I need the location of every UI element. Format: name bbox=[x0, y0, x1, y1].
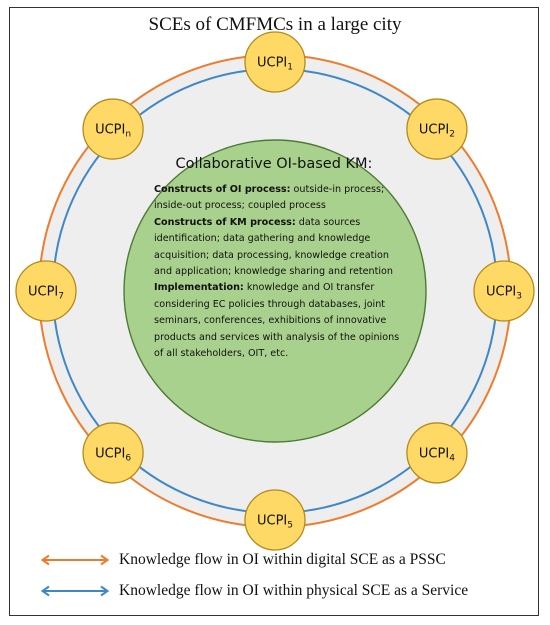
ucpi-node-label: UCPI1 bbox=[257, 56, 293, 73]
ucpi-node-label: UCPI6 bbox=[95, 446, 131, 463]
km-core-text: Collaborative OI-based KM: Constructs of… bbox=[148, 156, 400, 362]
km-heading: Constructs of KM process: bbox=[154, 216, 296, 228]
ucpi-node-label: UCPI7 bbox=[28, 285, 64, 302]
legend-physical: Knowledge flow in OI within physical SCE… bbox=[40, 582, 468, 600]
impl-heading: Implementation: bbox=[154, 282, 244, 294]
oi-text: outside-in process; inside-out process; … bbox=[154, 184, 385, 212]
diagram-title: SCEs of CMFMCs in a large city bbox=[148, 14, 402, 35]
ucpi-node-7: UCPI7 bbox=[15, 260, 77, 322]
ucpi-node-label: UCPI2 bbox=[419, 123, 455, 140]
impl-text: knowledge and OI transfer considering EC… bbox=[154, 282, 400, 360]
legend-physical-label: Knowledge flow in OI within physical SCE… bbox=[119, 582, 469, 599]
ucpi-node-n: UCPIn bbox=[82, 98, 144, 160]
ucpi-node-2: UCPI2 bbox=[406, 98, 468, 160]
ucpi-node-label: UCPI5 bbox=[257, 514, 293, 531]
ucpi-node-circle bbox=[244, 489, 306, 551]
blue-double-arrow-icon bbox=[40, 585, 110, 597]
ucpi-node-3: UCPI3 bbox=[473, 260, 535, 322]
ucpi-node-circle bbox=[15, 260, 77, 322]
ucpi-node-6: UCPI6 bbox=[82, 422, 144, 484]
km-title: Collaborative OI-based KM: bbox=[175, 156, 373, 172]
orange-double-arrow-icon bbox=[40, 554, 110, 566]
km-body: Constructs of OI process: outside-in pro… bbox=[148, 182, 400, 362]
ucpi-node-1: UCPI1 bbox=[244, 31, 306, 93]
ucpi-node-label: UCPI4 bbox=[419, 446, 455, 463]
legend-digital: Knowledge flow in OI within digital SCE … bbox=[40, 551, 446, 569]
km-text: data sources identification; data gather… bbox=[154, 216, 393, 278]
ucpi-node-circle bbox=[406, 422, 468, 484]
ucpi-node-circle bbox=[406, 98, 468, 160]
legend-digital-label: Knowledge flow in OI within digital SCE … bbox=[119, 551, 446, 568]
ucpi-node-5: UCPI5 bbox=[244, 489, 306, 551]
ucpi-node-circle bbox=[82, 422, 144, 484]
ucpi-node-circle bbox=[82, 98, 144, 160]
ucpi-node-circle bbox=[473, 260, 535, 322]
ucpi-node-circle bbox=[244, 31, 306, 93]
ucpi-node-label: UCPIn bbox=[95, 123, 131, 140]
km-core-circle bbox=[123, 139, 427, 443]
ucpi-node-label: UCPI3 bbox=[486, 285, 522, 302]
ucpi-node-4: UCPI4 bbox=[406, 422, 468, 484]
oi-heading: Constructs of OI process: bbox=[154, 184, 291, 195]
